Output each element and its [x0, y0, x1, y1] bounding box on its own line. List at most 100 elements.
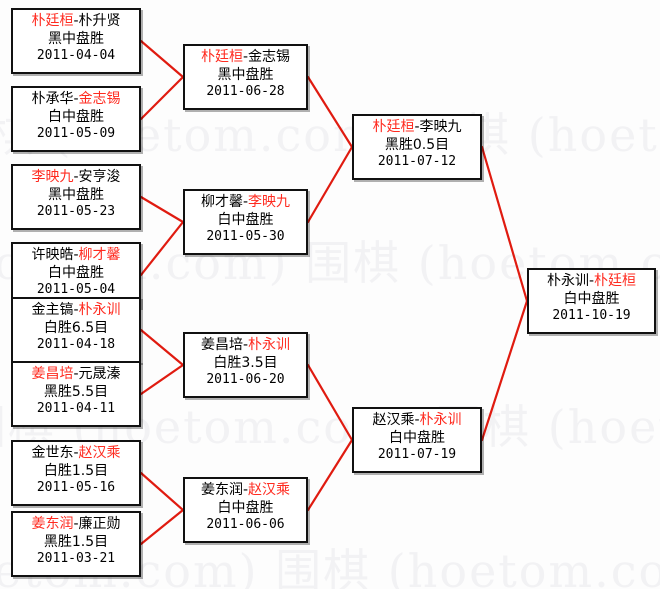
versus-dash: -: [73, 445, 79, 461]
player-one-name: 朴廷桓: [31, 13, 74, 29]
match-date: 2011-05-09: [36, 126, 116, 142]
match-result: 白中盘胜: [48, 265, 104, 282]
player-two-name: 朴升贤: [78, 13, 121, 29]
match-players: 柳才馨-李映九: [185, 193, 306, 211]
match-date: 2011-07-12: [377, 154, 457, 170]
player-one-name: 朴廷桓: [372, 119, 415, 135]
match-result: 白胜3.5目: [213, 355, 278, 372]
player-one-name: 姜昌培: [31, 366, 74, 382]
player-two-name: 朴廷桓: [594, 273, 637, 289]
versus-dash: -: [73, 247, 79, 263]
versus-dash: -: [414, 119, 420, 135]
match-date: 2011-05-04: [36, 282, 116, 298]
match-players: 姜昌培-朴永训: [185, 336, 306, 354]
versus-dash: -: [73, 302, 79, 318]
match-players: 姜东润-廉正勋: [13, 515, 139, 533]
versus-dash: -: [242, 482, 249, 498]
match-result: 黑胜1.5目: [43, 534, 109, 551]
match-date: 2011-05-30: [206, 229, 285, 245]
match-date: 2011-06-20: [206, 372, 285, 388]
match-date: 2011-05-16: [36, 480, 116, 496]
versus-dash: -: [242, 194, 249, 210]
player-two-name: 朴永训: [248, 337, 291, 353]
match-date: 2011-04-18: [36, 337, 116, 353]
match-result: 白中盘胜: [563, 291, 620, 308]
match-date: 2011-04-11: [36, 401, 116, 417]
match-players: 朴承华-金志锡: [13, 90, 139, 108]
connector-line: [480, 145, 529, 303]
player-two-name: 廉正勋: [78, 516, 121, 532]
connector-line: [306, 75, 354, 149]
match-date: 2011-04-04: [36, 48, 116, 64]
match-players: 朴廷桓-金志锡: [185, 48, 306, 66]
connector-line: [139, 75, 185, 121]
connector-line: [139, 471, 185, 512]
player-two-name: 朴永训: [419, 412, 462, 428]
match-date: 2011-07-19: [377, 447, 457, 463]
versus-dash: -: [73, 13, 79, 29]
match-result: 黑胜5.5目: [43, 384, 109, 401]
match-result: 白胜6.5目: [43, 320, 109, 337]
player-two-name: 柳才馨: [78, 247, 121, 263]
player-one-name: 姜东润: [200, 482, 243, 498]
player-one-name: 赵汉乘: [372, 412, 415, 428]
player-two-name: 元晟溱: [78, 366, 121, 382]
connector-line: [480, 299, 529, 442]
versus-dash: -: [242, 337, 249, 353]
versus-dash: -: [588, 273, 595, 289]
connector-line: [306, 438, 354, 512]
versus-dash: -: [73, 516, 79, 532]
match-players: 赵汉乘-朴永训: [354, 411, 480, 429]
versus-dash: -: [73, 366, 79, 382]
match-result: 白中盘胜: [48, 109, 104, 126]
connector-line: [139, 363, 185, 396]
match-result: 白中盘胜: [217, 212, 274, 229]
match-date: 2011-10-19: [552, 308, 631, 324]
match-players: 姜东润-赵汉乘: [185, 481, 306, 499]
match-result: 白胜1.5目: [43, 463, 109, 480]
match-date: 2011-06-06: [206, 517, 285, 533]
player-one-name: 金主镐: [31, 302, 74, 318]
versus-dash: -: [73, 169, 79, 185]
match-result: 黑中盘胜: [48, 31, 104, 48]
player-two-name: 安亨浚: [78, 169, 121, 185]
connector-line: [306, 363, 354, 442]
match-players: 金主镐-朴永训: [13, 301, 139, 319]
player-two-name: 金志锡: [248, 49, 291, 65]
match-date: 2011-06-28: [206, 84, 285, 100]
match-date: 2011-03-21: [36, 551, 116, 567]
match-players: 朴廷桓-朴升贤: [13, 12, 139, 30]
player-one-name: 许映皓: [31, 247, 74, 263]
match-date: 2011-05-23: [36, 204, 116, 220]
player-one-name: 李映九: [31, 169, 74, 185]
versus-dash: -: [73, 91, 79, 107]
match-result: 白中盘胜: [389, 430, 445, 447]
player-one-name: 朴承华: [31, 91, 74, 107]
player-one-name: 柳才馨: [200, 194, 243, 210]
match-players: 李映九-安亨浚: [13, 168, 139, 186]
player-two-name: 赵汉乘: [78, 445, 121, 461]
match-players: 朴永训-朴廷桓: [529, 272, 654, 290]
player-two-name: 朴永训: [78, 302, 121, 318]
versus-dash: -: [414, 412, 420, 428]
player-one-name: 姜东润: [31, 516, 74, 532]
connector-line: [139, 220, 185, 277]
connector-line: [139, 328, 185, 367]
connector-line: [139, 508, 185, 546]
match-result: 黑胜0.5目: [384, 137, 450, 154]
